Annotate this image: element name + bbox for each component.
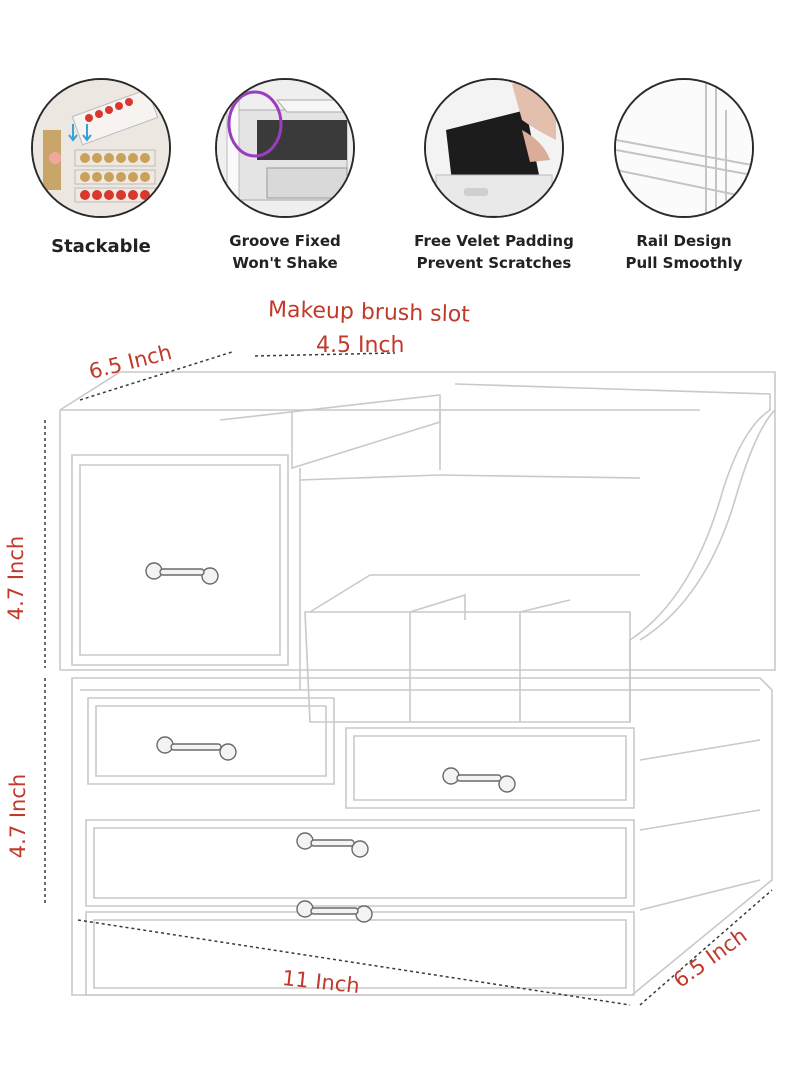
feature-label-line1: Free Velet Padding — [414, 232, 574, 250]
feature-stackable: Stackable — [21, 78, 181, 258]
knob — [296, 900, 373, 923]
brush-slot-width: 4.5 Inch — [316, 333, 405, 358]
feature-label-line1: Rail Design — [636, 232, 732, 250]
padding-icon — [424, 78, 564, 218]
knob — [442, 767, 516, 793]
groove-icon — [215, 78, 355, 218]
knob — [156, 736, 237, 761]
feature-rail-design: Rail Design Pull Smoothly — [604, 78, 764, 274]
brush-slot-title: Makeup brush slot — [267, 297, 471, 328]
bottom-height-label: 4.7 Inch — [6, 773, 31, 859]
stack-icon — [31, 78, 171, 218]
feature-label: Stackable — [51, 236, 151, 257]
knob — [296, 832, 369, 858]
feature-label: Free Velet Padding Prevent Scratches — [414, 230, 574, 274]
feature-label-line2: Won't Shake — [232, 254, 338, 272]
feature-label: Rail Design Pull Smoothly — [604, 230, 764, 274]
top-height-label: 4.7 Inch — [4, 535, 29, 621]
feature-label-line1: Groove Fixed — [229, 232, 341, 250]
feature-groove-fixed: Groove Fixed Won't Shake — [205, 78, 365, 274]
knob — [145, 562, 219, 585]
feature-label-line2: Pull Smoothly — [625, 254, 743, 272]
feature-label-line2: Prevent Scratches — [416, 254, 572, 272]
rail-icon — [614, 78, 754, 218]
feature-label: Groove Fixed Won't Shake — [205, 230, 365, 274]
feature-velet-padding: Free Velet Padding Prevent Scratches — [414, 78, 574, 274]
